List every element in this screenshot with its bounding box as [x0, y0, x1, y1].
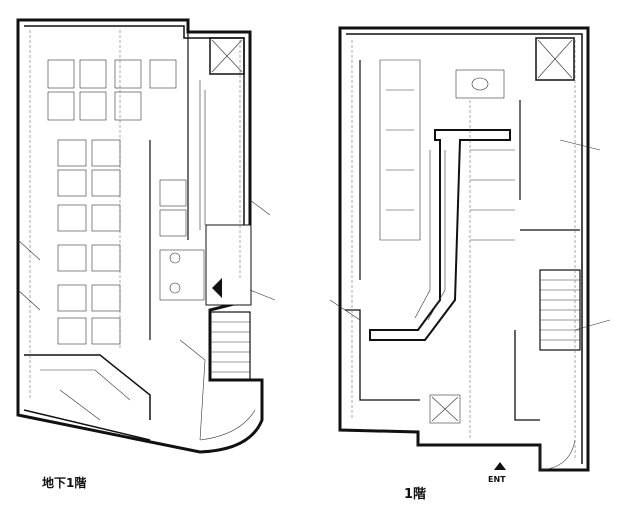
- floor-label-basement: 地下1階: [42, 476, 87, 490]
- floor-label-ground: 1階: [404, 487, 427, 502]
- entrance-label: ENT: [488, 475, 506, 484]
- ground-floor-staircase: [539, 269, 581, 351]
- basement-floor-plan: [16, 18, 276, 454]
- ground-floor-plan: [329, 26, 611, 472]
- arrow-up-icon: [494, 462, 506, 470]
- bar-counter: [369, 129, 511, 341]
- seating-grid: [47, 59, 187, 345]
- basement-staircase: [209, 311, 251, 381]
